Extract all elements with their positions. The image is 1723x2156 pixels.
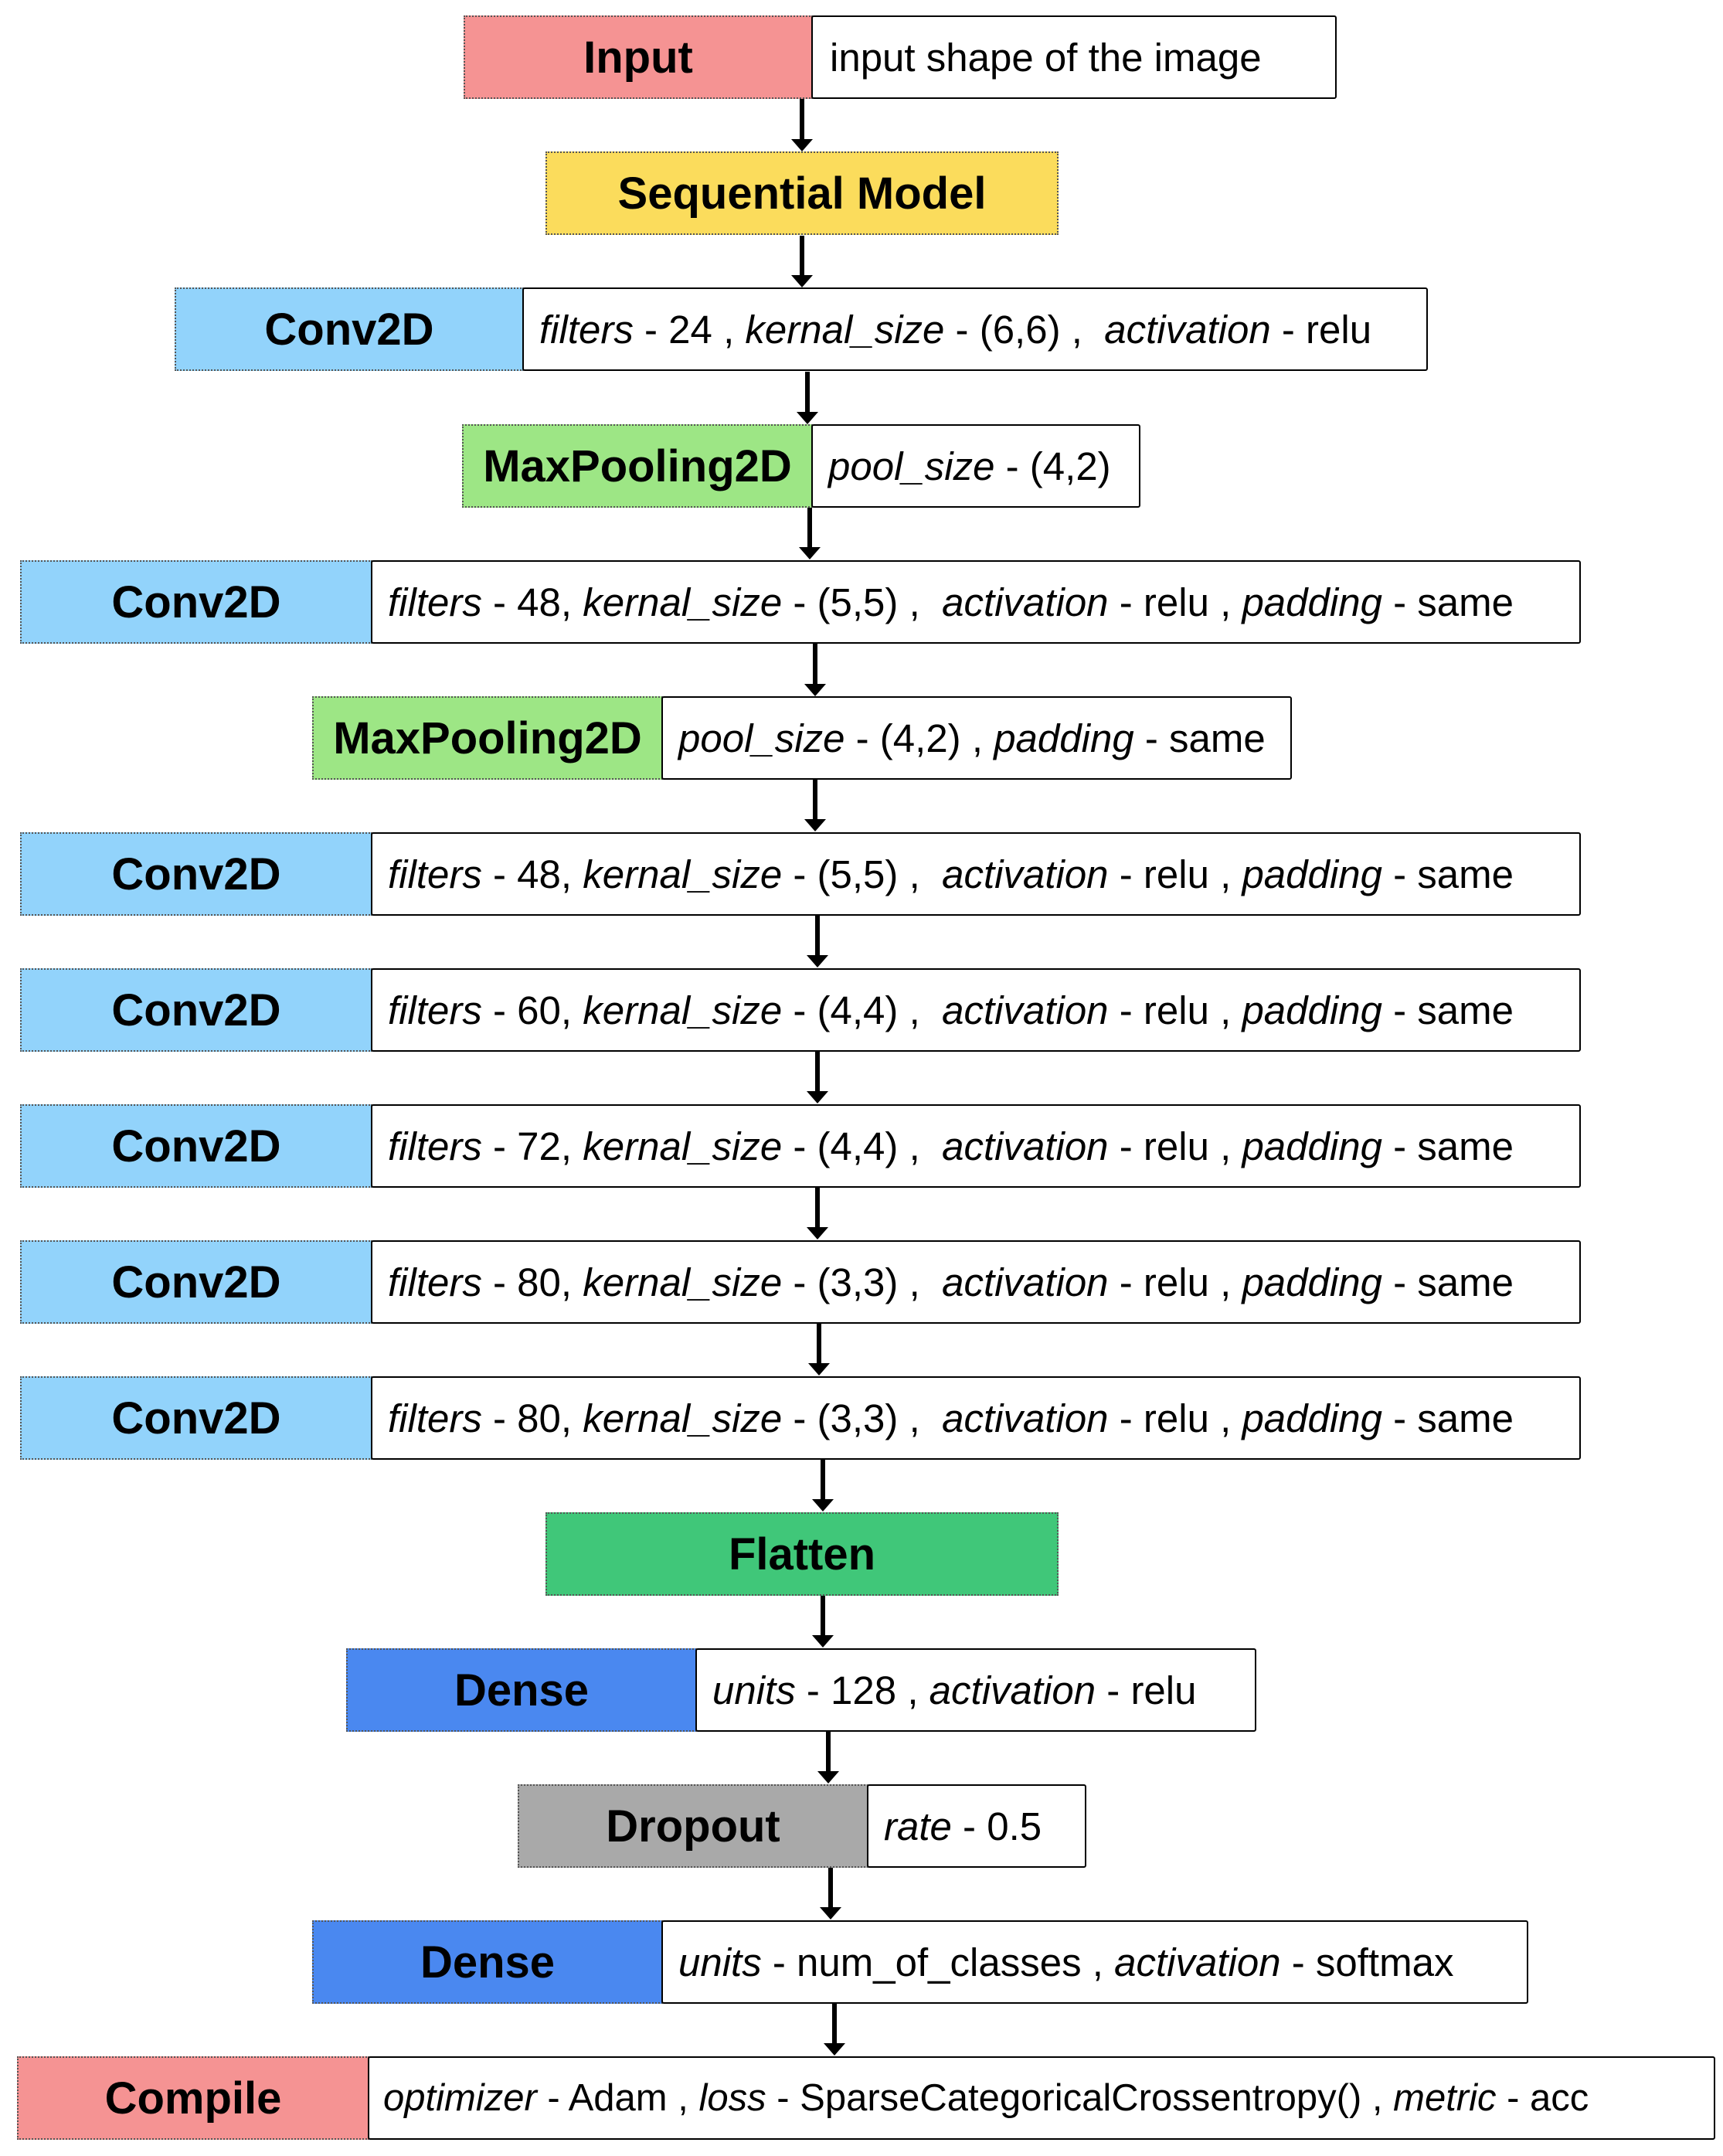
maxpool-2-params: pool_size - (4,2) , padding - same bbox=[661, 696, 1292, 780]
arrowhead bbox=[791, 275, 813, 287]
arrowhead bbox=[812, 1499, 834, 1512]
sequential-model-label: Sequential Model bbox=[545, 151, 1059, 235]
input-params: input shape of the image bbox=[811, 15, 1337, 99]
conv2d-5-params: filters - 72, kernal_size - (4,4) , acti… bbox=[371, 1104, 1581, 1188]
dense-1-params: units - 128 , activation - relu bbox=[695, 1648, 1256, 1732]
maxpool-2-label: MaxPooling2D bbox=[312, 696, 663, 780]
dense-2-label: Dense bbox=[312, 1920, 663, 2004]
conv2d-4-label: Conv2D bbox=[20, 968, 372, 1052]
arrowhead bbox=[824, 2043, 845, 2056]
arrowhead bbox=[817, 1771, 839, 1784]
arrowhead bbox=[804, 684, 826, 696]
arrowhead bbox=[808, 1363, 830, 1376]
conv2d-3-label: Conv2D bbox=[20, 832, 372, 916]
conv2d-7-params: filters - 80, kernal_size - (3,3) , acti… bbox=[371, 1376, 1581, 1460]
conv2d-6-params: filters - 80, kernal_size - (3,3) , acti… bbox=[371, 1240, 1581, 1324]
compile-label: Compile bbox=[17, 2056, 369, 2140]
input-label: Input bbox=[464, 15, 813, 99]
dropout-label: Dropout bbox=[518, 1784, 868, 1868]
conv2d-2-params: filters - 48, kernal_size - (5,5) , acti… bbox=[371, 560, 1581, 644]
maxpool-1-label: MaxPooling2D bbox=[462, 424, 813, 508]
conv2d-4-params: filters - 60, kernal_size - (4,4) , acti… bbox=[371, 968, 1581, 1052]
conv2d-7-label: Conv2D bbox=[20, 1376, 372, 1460]
arrowhead bbox=[791, 139, 813, 151]
maxpool-1-params: pool_size - (4,2) bbox=[811, 424, 1140, 508]
arrowhead bbox=[807, 955, 828, 967]
arrowhead bbox=[807, 1091, 828, 1104]
arrowhead bbox=[797, 412, 818, 424]
compile-params: optimizer - Adam , loss - SparseCategori… bbox=[368, 2056, 1715, 2140]
flatten-label: Flatten bbox=[545, 1512, 1059, 1596]
arrowhead bbox=[804, 819, 826, 831]
dropout-params: rate - 0.5 bbox=[867, 1784, 1086, 1868]
arrowhead bbox=[799, 547, 821, 559]
conv2d-5-label: Conv2D bbox=[20, 1104, 372, 1188]
dense-2-params: units - num_of_classes , activation - so… bbox=[661, 1920, 1528, 2004]
conv2d-3-params: filters - 48, kernal_size - (5,5) , acti… bbox=[371, 832, 1581, 916]
conv2d-1-label: Conv2D bbox=[175, 287, 524, 371]
arrowhead bbox=[820, 1907, 841, 1920]
dense-1-label: Dense bbox=[346, 1648, 697, 1732]
arrowhead bbox=[807, 1227, 828, 1240]
conv2d-6-label: Conv2D bbox=[20, 1240, 372, 1324]
arrowhead bbox=[812, 1635, 834, 1648]
conv2d-2-label: Conv2D bbox=[20, 560, 372, 644]
conv2d-1-params: filters - 24 , kernal_size - (6,6) , act… bbox=[522, 287, 1428, 371]
